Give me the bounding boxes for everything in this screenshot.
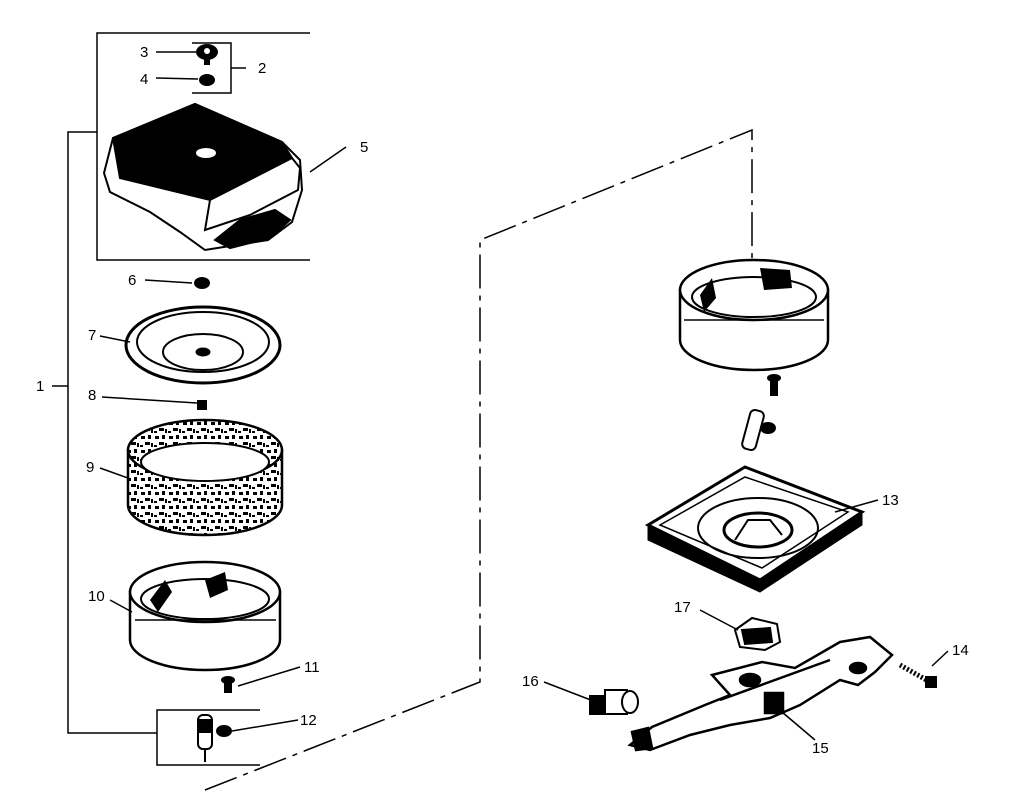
label-part-12: 12 bbox=[300, 712, 317, 729]
alternate-assembly-connector-line bbox=[204, 128, 753, 791]
label-part-11: 11 bbox=[304, 659, 320, 676]
gasket-part-17 bbox=[733, 616, 782, 652]
bracket-part-1 bbox=[52, 131, 157, 734]
seal-part-8 bbox=[197, 400, 207, 410]
seal-part-4 bbox=[199, 74, 215, 86]
bracket-part-2 bbox=[192, 42, 246, 94]
label-part-16: 16 bbox=[522, 673, 539, 690]
label-part-10: 10 bbox=[88, 588, 105, 605]
label-part-6: 6 bbox=[128, 272, 136, 289]
precleaner-part-9 bbox=[126, 418, 284, 537]
mounting-bracket-part-15 bbox=[627, 635, 894, 752]
label-part-2: 2 bbox=[258, 60, 266, 77]
cleaner-plate-part-7 bbox=[124, 305, 282, 385]
label-part-13: 13 bbox=[882, 492, 899, 509]
air-cleaner-cover-part-5 bbox=[102, 102, 304, 252]
bolt-part-14 bbox=[898, 662, 937, 688]
label-part-9: 9 bbox=[86, 459, 94, 476]
screw-alt bbox=[767, 374, 781, 396]
label-part-17: 17 bbox=[674, 599, 691, 616]
filter-element-alt bbox=[678, 258, 830, 372]
box-part-12 bbox=[156, 709, 260, 766]
label-part-7: 7 bbox=[88, 327, 96, 344]
label-part-15: 15 bbox=[812, 740, 829, 757]
box-cover-assembly bbox=[96, 32, 310, 261]
filter-element-part-10 bbox=[128, 560, 282, 672]
label-part-4: 4 bbox=[140, 71, 148, 88]
label-part-1: 1 bbox=[36, 378, 44, 395]
wing-nut-part-3 bbox=[196, 44, 218, 65]
air-cleaner-base-part-13 bbox=[644, 465, 866, 593]
valve-alt bbox=[741, 408, 776, 452]
part-labels: 1 2 3 4 5 6 7 8 9 10 11 12 13 14 15 16 1… bbox=[36, 44, 969, 757]
label-part-8: 8 bbox=[88, 387, 96, 404]
label-part-14: 14 bbox=[952, 642, 969, 659]
label-part-3: 3 bbox=[140, 44, 148, 61]
nut-part-6 bbox=[194, 277, 210, 289]
screw-part-11 bbox=[221, 676, 235, 693]
valve-part-12 bbox=[197, 714, 232, 762]
leader-lines bbox=[99, 51, 949, 741]
label-part-5: 5 bbox=[360, 139, 368, 156]
fitting-part-16 bbox=[589, 689, 639, 715]
